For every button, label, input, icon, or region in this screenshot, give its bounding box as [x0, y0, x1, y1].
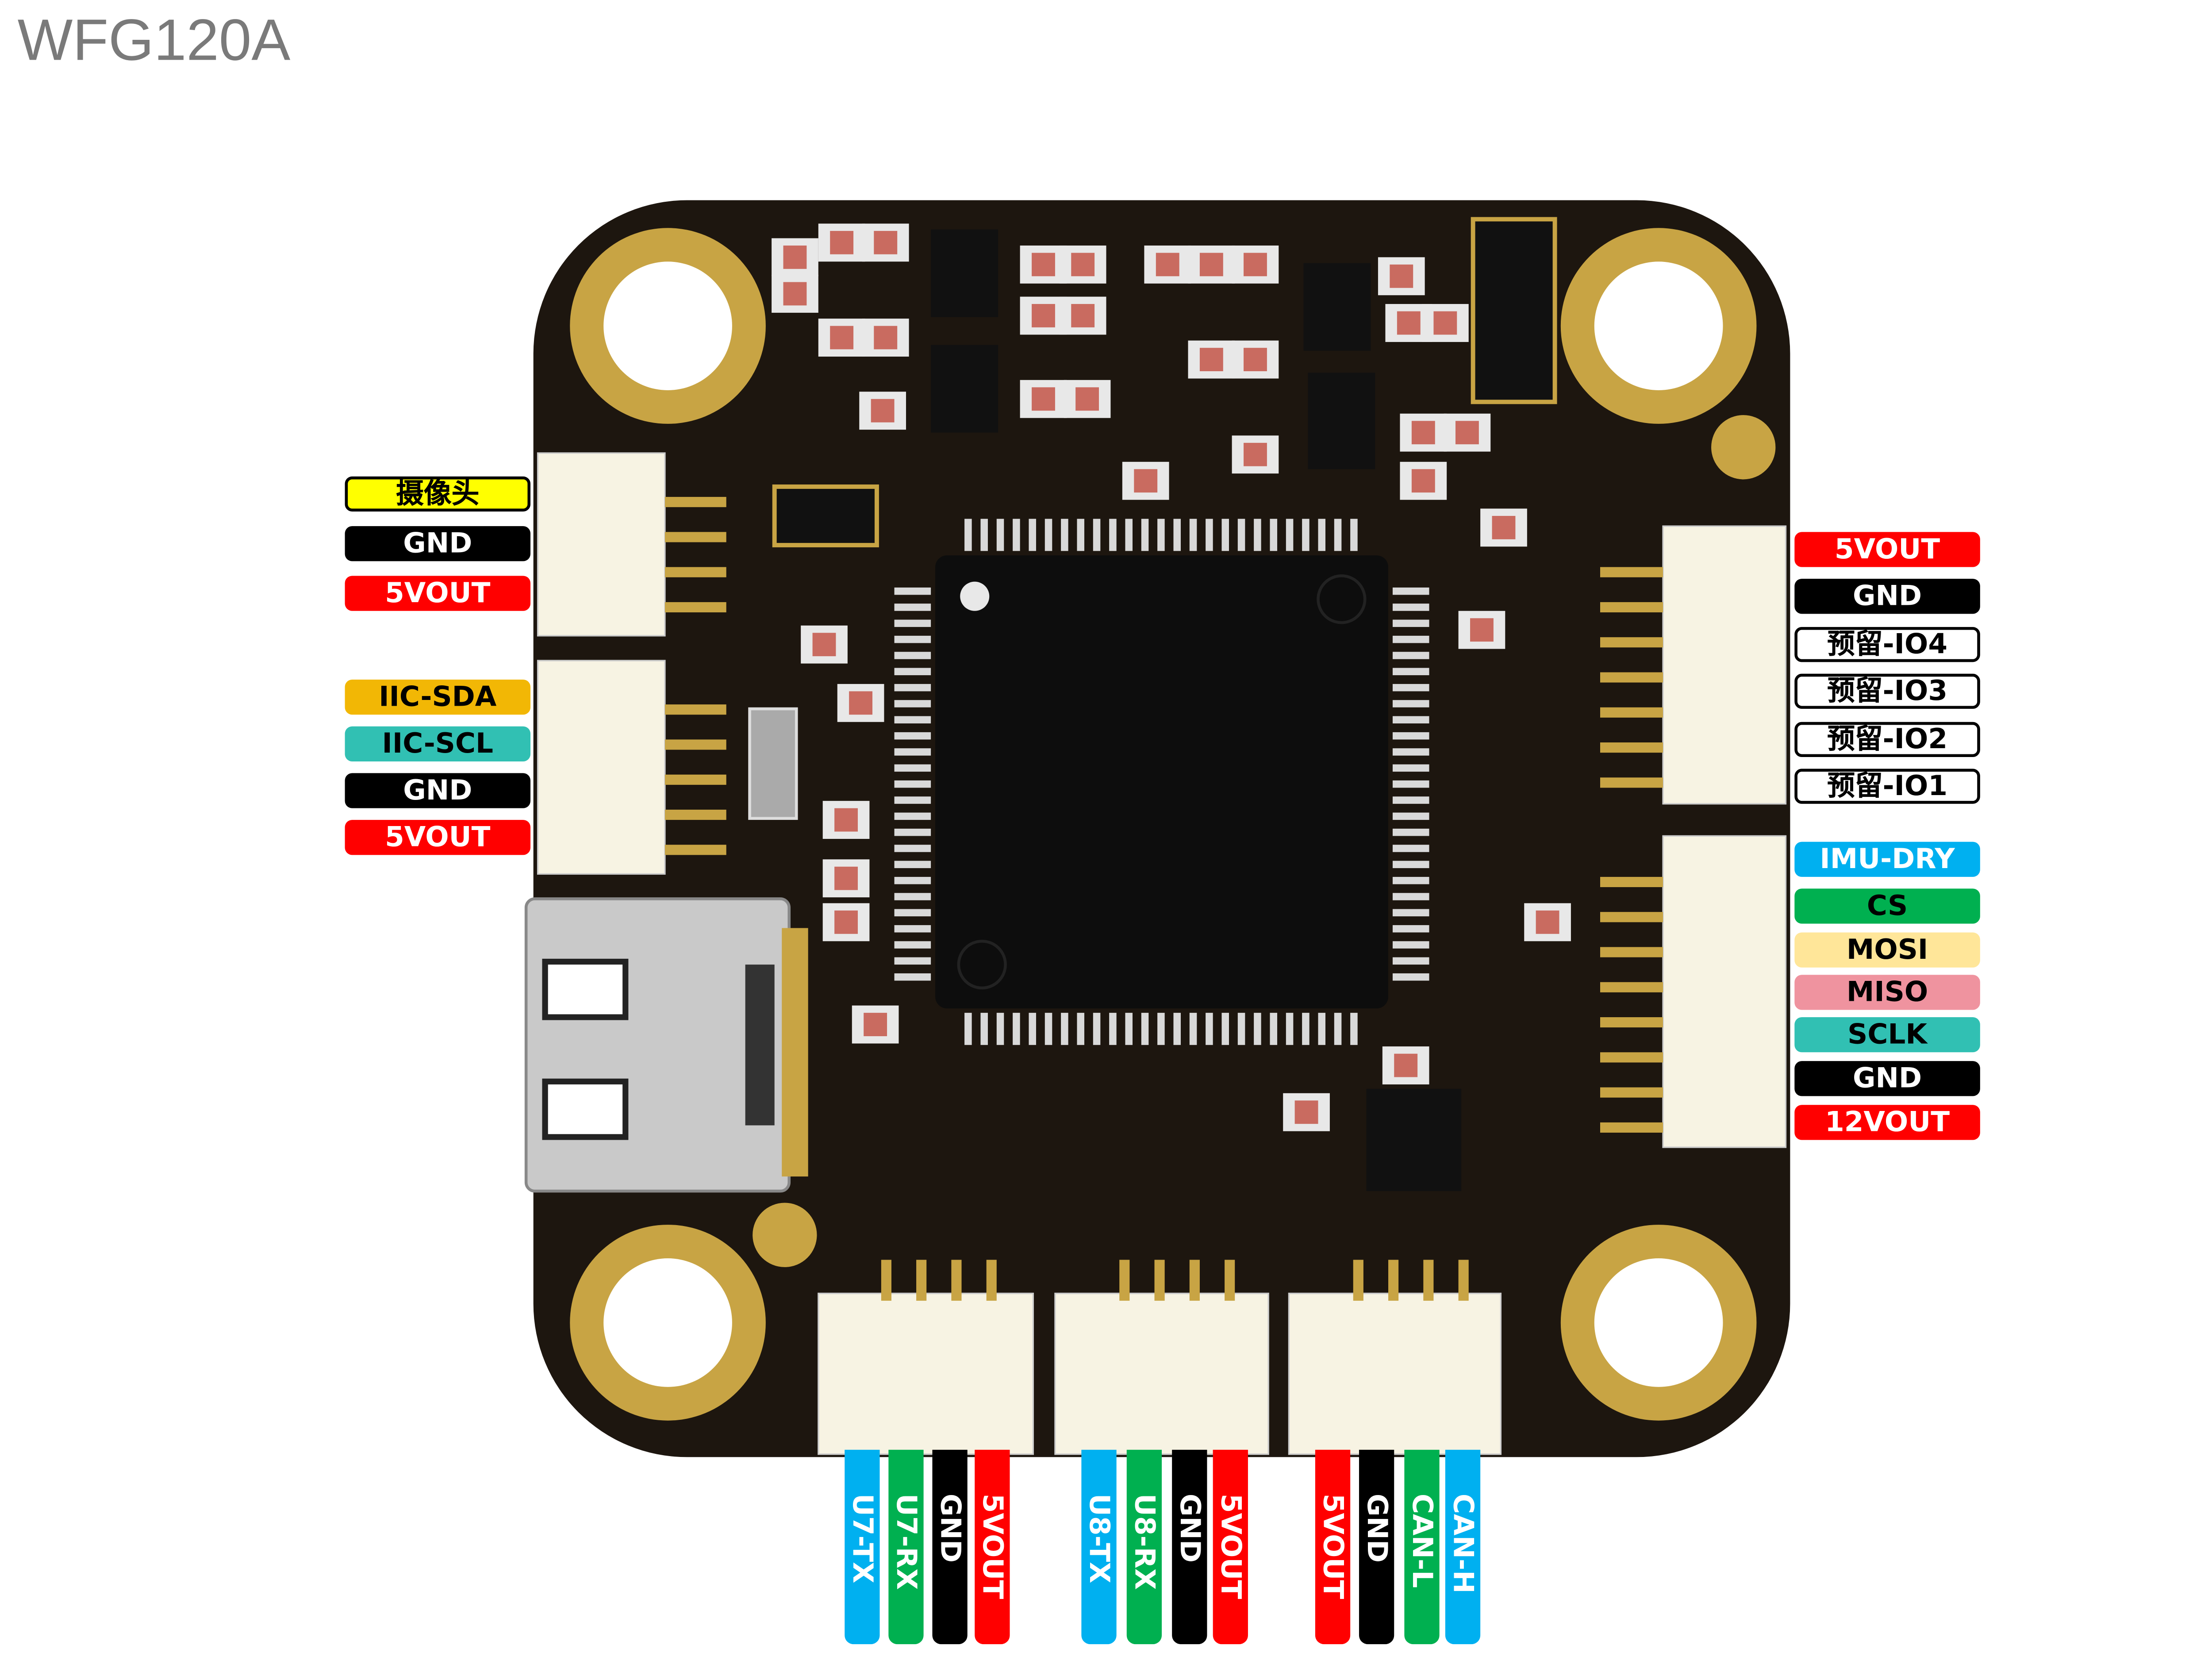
uart8-connector — [1054, 1292, 1269, 1455]
right-pin-label: IMU-DRY — [1794, 842, 1980, 877]
pin-label-text: GND — [1360, 1493, 1393, 1563]
right-pin-label: 预留-IO4 — [1794, 627, 1980, 662]
right-pin-label: GND — [1794, 579, 1980, 614]
usb-c-port — [524, 897, 808, 1193]
pin-label-text: 预留-IO3 — [1827, 675, 1948, 707]
mcu-chip — [894, 519, 1429, 1045]
bottom-pin-label: GND — [1359, 1449, 1394, 1645]
board-title: WFG120A — [17, 8, 291, 73]
bottom-pin-label: 5VOUT — [1315, 1449, 1351, 1645]
pin-label-text: GND — [403, 774, 472, 807]
mounting-hole-bottom-left — [570, 1225, 766, 1421]
connectors — [537, 452, 1787, 1455]
right-pin-label: 5VOUT — [1794, 532, 1980, 567]
pin-label-text: 5VOUT — [1214, 1493, 1247, 1599]
right-pin-label: GND — [1794, 1061, 1980, 1096]
mounting-hole-top-right — [1560, 228, 1757, 424]
bottom-pin-label: GND — [1172, 1449, 1207, 1645]
pin-label-text: IIC-SDA — [379, 681, 497, 713]
right-pin-label: MOSI — [1794, 932, 1980, 968]
smd-components — [772, 223, 1571, 1131]
mounting-hole-top-left — [570, 228, 766, 424]
pin-label-text: GND — [1852, 580, 1922, 613]
camera-connector — [537, 452, 666, 637]
right-pin-label: SCLK — [1794, 1017, 1980, 1053]
reserved-io-connector — [1662, 525, 1787, 805]
imu-spi-connector — [1662, 835, 1787, 1148]
pin-label-text: CAN-L — [1406, 1493, 1438, 1588]
pin-label-text: U7-TX — [846, 1493, 879, 1584]
pin-label-text: 预留-IO4 — [1827, 628, 1948, 661]
bottom-pin-label: U7-TX — [845, 1449, 880, 1645]
pin-label-text: IIC-SCL — [382, 727, 494, 760]
mounting-holes — [570, 228, 1776, 1421]
pin-label-text: U8-TX — [1083, 1493, 1115, 1584]
pin-label-text: SCLK — [1847, 1019, 1928, 1051]
pin-label-text: MISO — [1846, 976, 1928, 1009]
pin-label-text: 5VOUT — [385, 821, 491, 854]
pin-label-text: GND — [1852, 1062, 1922, 1095]
pin-label-text: U8-RX — [1128, 1493, 1160, 1590]
can-connector — [1288, 1292, 1502, 1455]
left-pin-label: 5VOUT — [345, 576, 531, 611]
bottom-pin-label: U7-RX — [888, 1449, 924, 1645]
right-pin-label: MISO — [1794, 975, 1980, 1010]
bottom-pin-label: GND — [932, 1449, 968, 1645]
bottom-pin-label: 5VOUT — [1213, 1449, 1248, 1645]
i2c-connector — [537, 660, 666, 875]
pin-label-text: 5VOUT — [976, 1493, 1009, 1599]
pin-label-text: GND — [933, 1493, 966, 1563]
left-pin-label: IIC-SDA — [345, 679, 531, 715]
pin-label-text: 12VOUT — [1825, 1106, 1950, 1139]
pin-label-text: IMU-DRY — [1820, 843, 1955, 876]
pin-label-text: CS — [1866, 890, 1908, 922]
left-pin-label: 摄像头 — [345, 476, 531, 512]
ic-small — [748, 217, 1557, 1192]
bottom-pin-label: CAN-H — [1445, 1449, 1481, 1645]
right-pin-label: 12VOUT — [1794, 1105, 1980, 1140]
pin-label-text: GND — [403, 527, 472, 560]
left-pin-label: 5VOUT — [345, 820, 531, 855]
bottom-pin-label: U8-RX — [1126, 1449, 1162, 1645]
pin-label-text: 5VOUT — [385, 577, 491, 610]
left-pin-label: GND — [345, 526, 531, 561]
pin-label-text: GND — [1173, 1493, 1206, 1563]
uart7-connector — [818, 1292, 1034, 1455]
pin-label-text: U7-RX — [890, 1493, 922, 1590]
mounting-hole-bottom-right — [1560, 1225, 1757, 1421]
pin-label-text: 预留-IO1 — [1827, 770, 1948, 803]
right-pin-label: 预留-IO2 — [1794, 722, 1980, 757]
pin-label-text: 预留-IO2 — [1827, 723, 1948, 756]
bottom-pin-label: 5VOUT — [975, 1449, 1010, 1645]
bottom-pin-label: CAN-L — [1404, 1449, 1440, 1645]
right-pin-label: CS — [1794, 888, 1980, 924]
right-pin-label: 预留-IO3 — [1794, 673, 1980, 709]
pin-label-text: 5VOUT — [1834, 533, 1940, 566]
left-pin-label: IIC-SCL — [345, 726, 531, 761]
left-pin-label: GND — [345, 773, 531, 808]
pin-label-text: CAN-H — [1447, 1493, 1479, 1594]
right-pin-label: 预留-IO1 — [1794, 769, 1980, 804]
pin-label-text: 5VOUT — [1317, 1493, 1349, 1599]
pin-label-text: MOSI — [1846, 934, 1928, 966]
pin-label-text: 摄像头 — [396, 478, 480, 510]
bottom-pin-label: U8-TX — [1081, 1449, 1117, 1645]
